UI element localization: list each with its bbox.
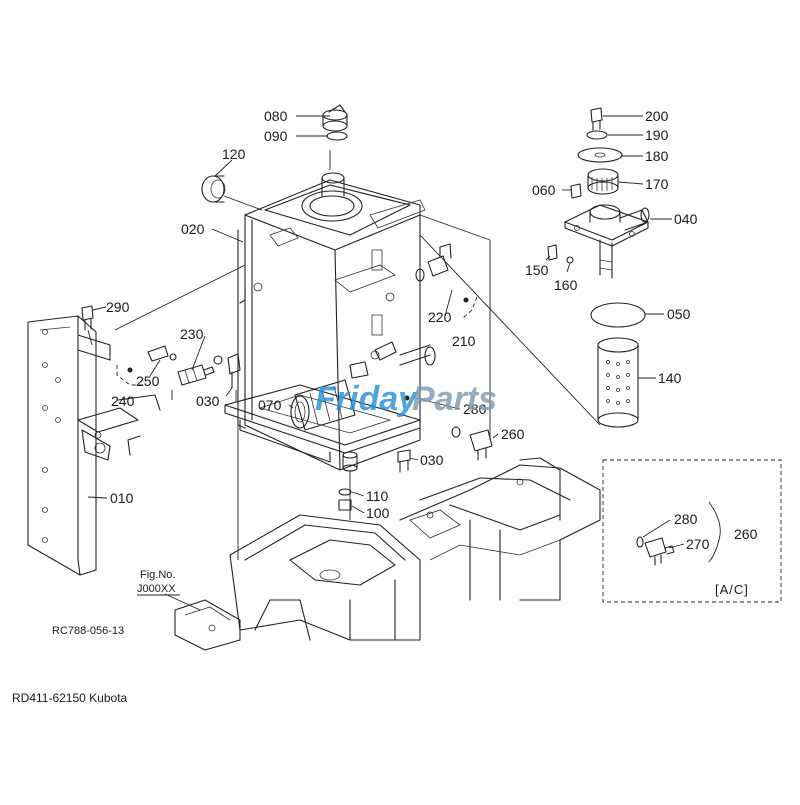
callout-030-bottom: 030: [420, 452, 444, 468]
exploded-view-guides: [114, 150, 601, 560]
callout-030-left: 030: [196, 393, 220, 409]
reference-code: RC788-056-13: [52, 625, 124, 637]
callout-260: 260: [501, 426, 525, 442]
callout-140: 140: [658, 370, 682, 386]
callout-170: 170: [645, 176, 669, 192]
watermark-part1: Friday: [315, 380, 419, 418]
callout-010: 010: [110, 490, 134, 506]
figure-note-line1: Fig.No.: [140, 569, 175, 581]
callout-250: 250: [136, 373, 160, 389]
callout-080: 080: [264, 108, 288, 124]
callout-070: 070: [258, 397, 282, 413]
callout-110: 110: [366, 488, 389, 504]
callout-210: 210: [452, 333, 476, 349]
callout-280-inset: 280: [674, 511, 698, 527]
callout-230: 230: [180, 326, 204, 342]
hydraulic-filter-assembly: [547, 107, 650, 428]
callout-290: 290: [106, 299, 130, 315]
callout-050: 050: [667, 306, 691, 322]
callout-060: 060: [532, 182, 556, 198]
leader-lines: [87, 115, 685, 549]
fuel-tank: [224, 172, 436, 472]
bolt-030-bottom: [397, 449, 411, 473]
elbow-fitting-220: [415, 243, 469, 303]
callout-120: 120: [222, 146, 246, 162]
inset-box-ac: [602, 459, 782, 603]
callout-220: 220: [428, 309, 452, 325]
callout-160: 160: [554, 277, 578, 293]
bushing-110-100: [338, 488, 352, 511]
callout-040: 040: [674, 211, 698, 227]
bracket-plate-010: [27, 315, 161, 576]
figure-note-line2: J000XX: [137, 583, 176, 595]
fuel-cap: [322, 104, 348, 132]
filler-plug-120: [201, 175, 263, 211]
callout-020: 020: [181, 221, 205, 237]
callout-260-inset: 260: [734, 526, 758, 542]
callout-240: 240: [111, 393, 135, 409]
o-ring-090: [326, 131, 348, 141]
callout-180: 180: [645, 148, 669, 164]
chassis-frame: [229, 457, 601, 641]
callout-200: 200: [645, 108, 669, 124]
diagram-caption: RD411-62150 Kubota: [12, 691, 128, 705]
inset-label: [A/C]: [715, 582, 749, 597]
callout-190: 190: [645, 127, 669, 143]
bolt-290: [81, 305, 94, 331]
callout-100: 100: [366, 505, 390, 521]
watermark-logo: Friday Parts: [315, 380, 497, 418]
callouts: 080 090 120 020 290 230 250 240 030 070 …: [106, 108, 758, 552]
sensor-assembly-230: [177, 353, 241, 389]
watermark-part2: Parts: [412, 380, 497, 418]
callout-090: 090: [264, 128, 288, 144]
referenced-bracket-part: [164, 593, 241, 651]
callout-270-inset: 270: [686, 536, 710, 552]
fitting-250: [127, 345, 177, 373]
fitting-260: [404, 395, 493, 461]
callout-280: 280: [463, 401, 487, 417]
callout-150: 150: [525, 262, 549, 278]
